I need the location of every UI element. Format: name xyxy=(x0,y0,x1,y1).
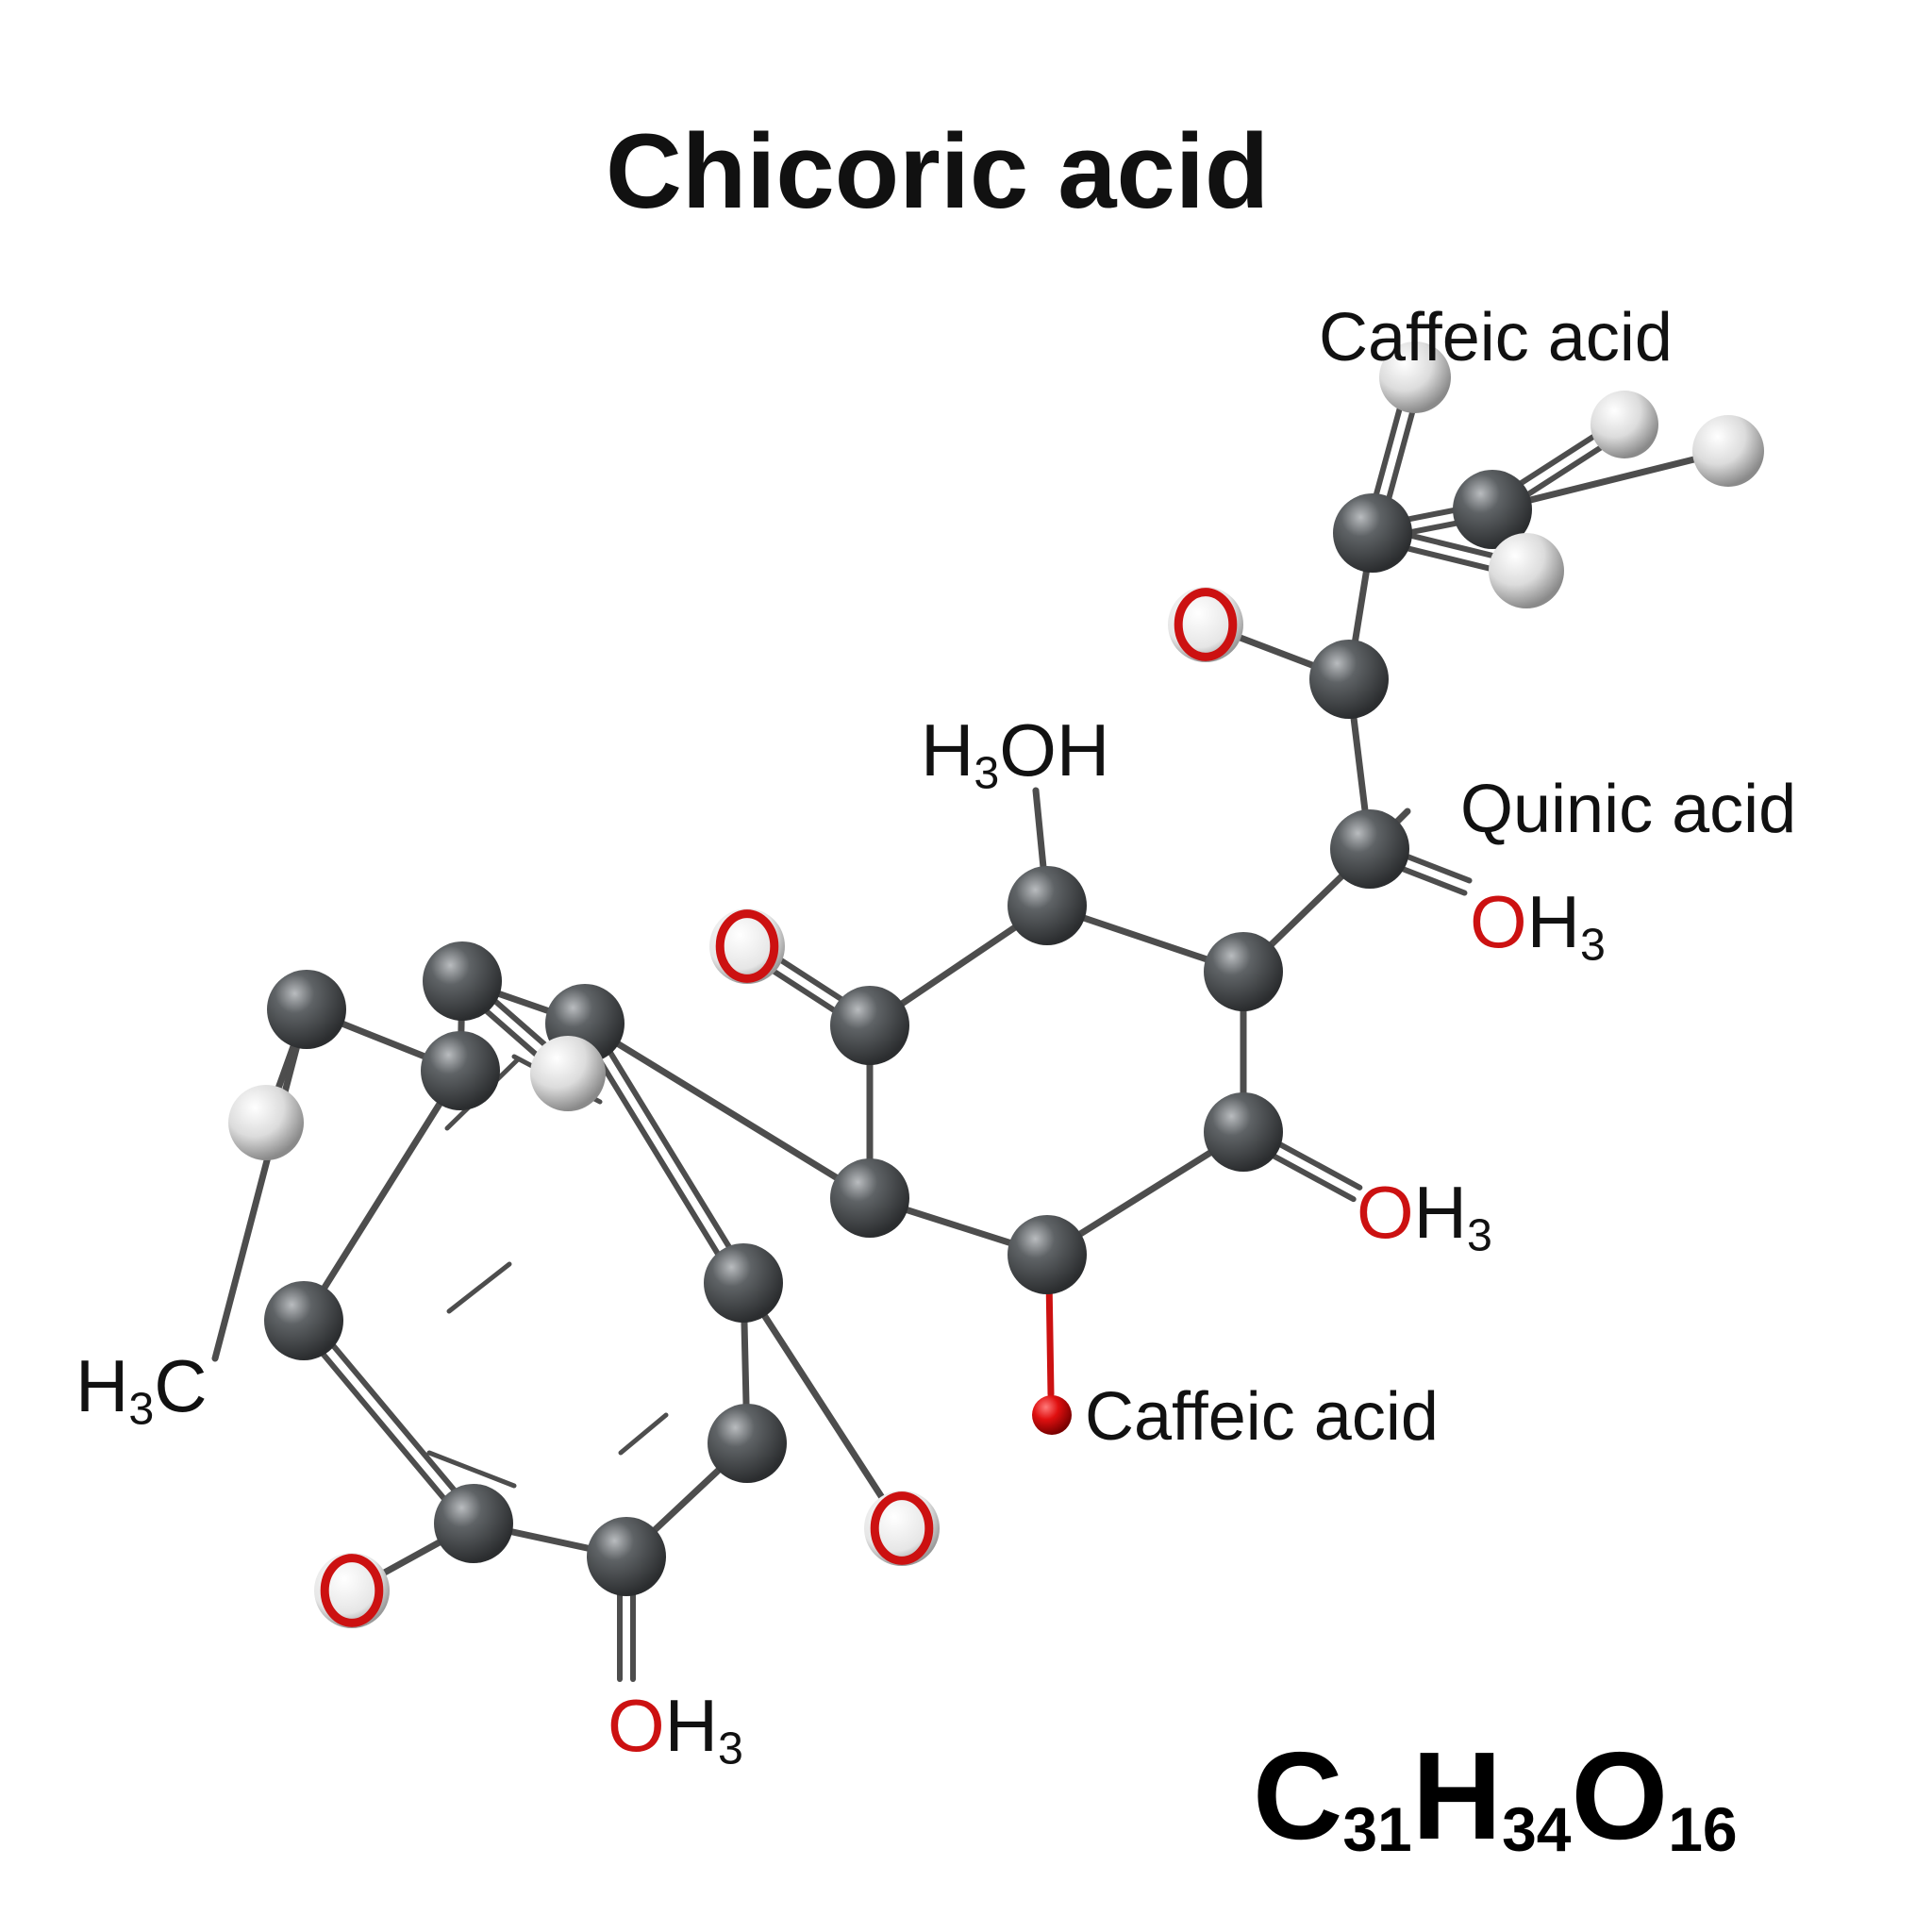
aromatic-inner-line-4 xyxy=(618,1412,669,1456)
bond-c8-o5 xyxy=(1045,1274,1055,1398)
formula-hydrogen: H xyxy=(1411,1726,1503,1865)
carbon-atom-3 xyxy=(1309,640,1389,719)
hydrogen-atom-6 xyxy=(228,1085,304,1160)
atom-layer xyxy=(228,341,1764,1628)
h3c-suffix: C xyxy=(154,1344,208,1427)
oh3-middle-atom: O xyxy=(1357,1171,1414,1254)
hydrogen-atom-3 xyxy=(1692,415,1764,487)
carbon-atom-7 xyxy=(1204,1092,1283,1172)
bond-c15-o3 xyxy=(740,1279,906,1532)
bond-c11-c15 xyxy=(587,1017,752,1283)
bond-c17-c19 xyxy=(306,1313,482,1523)
oh3-bottom-prefix: H xyxy=(664,1684,719,1767)
oh3-upper-prefix: H xyxy=(1526,880,1581,963)
group-label-h3c: H3C xyxy=(75,1349,208,1432)
bond-c19-c14 xyxy=(300,1067,464,1324)
bond-c11-c15 xyxy=(576,1024,741,1290)
carbon-atom-8 xyxy=(1008,1215,1087,1294)
formula-carbon-count: 31 xyxy=(1342,1794,1412,1865)
carbon-atom-16 xyxy=(708,1404,787,1483)
fragment-label-quinic-acid: Quinic acid xyxy=(1460,772,1797,847)
oh3-upper-subscript: 3 xyxy=(1580,919,1606,971)
carbon-atom-5 xyxy=(1008,866,1087,945)
carbon-atom-18 xyxy=(587,1517,666,1596)
oxygen-atom-4 xyxy=(314,1553,390,1628)
hydrogen-atom-1 xyxy=(1379,341,1451,413)
h3oh-prefix: H xyxy=(921,708,974,791)
h3oh-subscript: 3 xyxy=(974,747,1000,799)
h3c-subscript: 3 xyxy=(128,1383,155,1435)
page-title: Chicoric acid xyxy=(606,112,1270,230)
aromatic-inner-line-3 xyxy=(446,1261,512,1314)
oh3-middle-subscript: 3 xyxy=(1467,1209,1492,1261)
group-label-h3oh: H3OH xyxy=(921,713,1109,796)
h3c-prefix: H xyxy=(75,1344,129,1427)
formula-hydrogen-count: 34 xyxy=(1502,1794,1572,1865)
bond-c13-h3c xyxy=(211,1006,310,1362)
oxygen-atom-3 xyxy=(864,1491,940,1566)
carbon-atom-2 xyxy=(1453,470,1532,549)
oxygen-atom-1 xyxy=(1168,587,1243,662)
carbon-atom-13 xyxy=(267,970,346,1049)
oh3-upper-atom: O xyxy=(1470,880,1527,963)
aromatic-inner-line-5 xyxy=(426,1450,517,1489)
group-label-oh3-middle: OH3 xyxy=(1357,1175,1492,1258)
carbon-atom-9 xyxy=(830,1158,909,1238)
formula-oxygen: O xyxy=(1571,1726,1669,1865)
hydrogen-atom-5 xyxy=(530,1036,606,1111)
hydrogen-atom-4 xyxy=(1489,533,1564,608)
formula-oxygen-count: 16 xyxy=(1668,1794,1738,1865)
molecular-formula: C31H34O16 xyxy=(1253,1734,1738,1861)
bond-c2-h3 xyxy=(1489,447,1732,513)
carbon-atom-10 xyxy=(830,986,909,1065)
oxygen-atom-2 xyxy=(709,908,785,984)
h3oh-suffix: OH xyxy=(999,708,1110,791)
carbon-atom-12 xyxy=(423,941,502,1021)
hydrogen-atom-2 xyxy=(1591,391,1658,458)
carbon-atom-4 xyxy=(1330,809,1409,889)
carbon-atom-6 xyxy=(1204,932,1283,1011)
carbon-atom-19 xyxy=(264,1281,343,1360)
oh3-middle-prefix: H xyxy=(1413,1171,1468,1254)
oh3-bottom-atom: O xyxy=(608,1684,665,1767)
fragment-label-caffeic-acid-bottom: Caffeic acid xyxy=(1085,1379,1439,1455)
group-label-oh3-upper: OH3 xyxy=(1470,885,1606,968)
carbon-atom-1 xyxy=(1333,493,1412,573)
group-label-oh3-bottom: OH3 xyxy=(608,1689,743,1772)
fragment-label-caffeic-acid-top: Caffeic acid xyxy=(1319,300,1673,375)
carbon-atom-15 xyxy=(704,1243,783,1323)
carbon-atom-17 xyxy=(434,1484,513,1563)
oxygen-atom-5 xyxy=(1032,1395,1072,1435)
oh3-bottom-subscript: 3 xyxy=(718,1723,743,1774)
bond-c9-c11 xyxy=(581,1020,874,1202)
formula-carbon: C xyxy=(1253,1726,1343,1865)
carbon-atom-14 xyxy=(421,1031,500,1110)
bond-c17-c19 xyxy=(295,1322,472,1531)
